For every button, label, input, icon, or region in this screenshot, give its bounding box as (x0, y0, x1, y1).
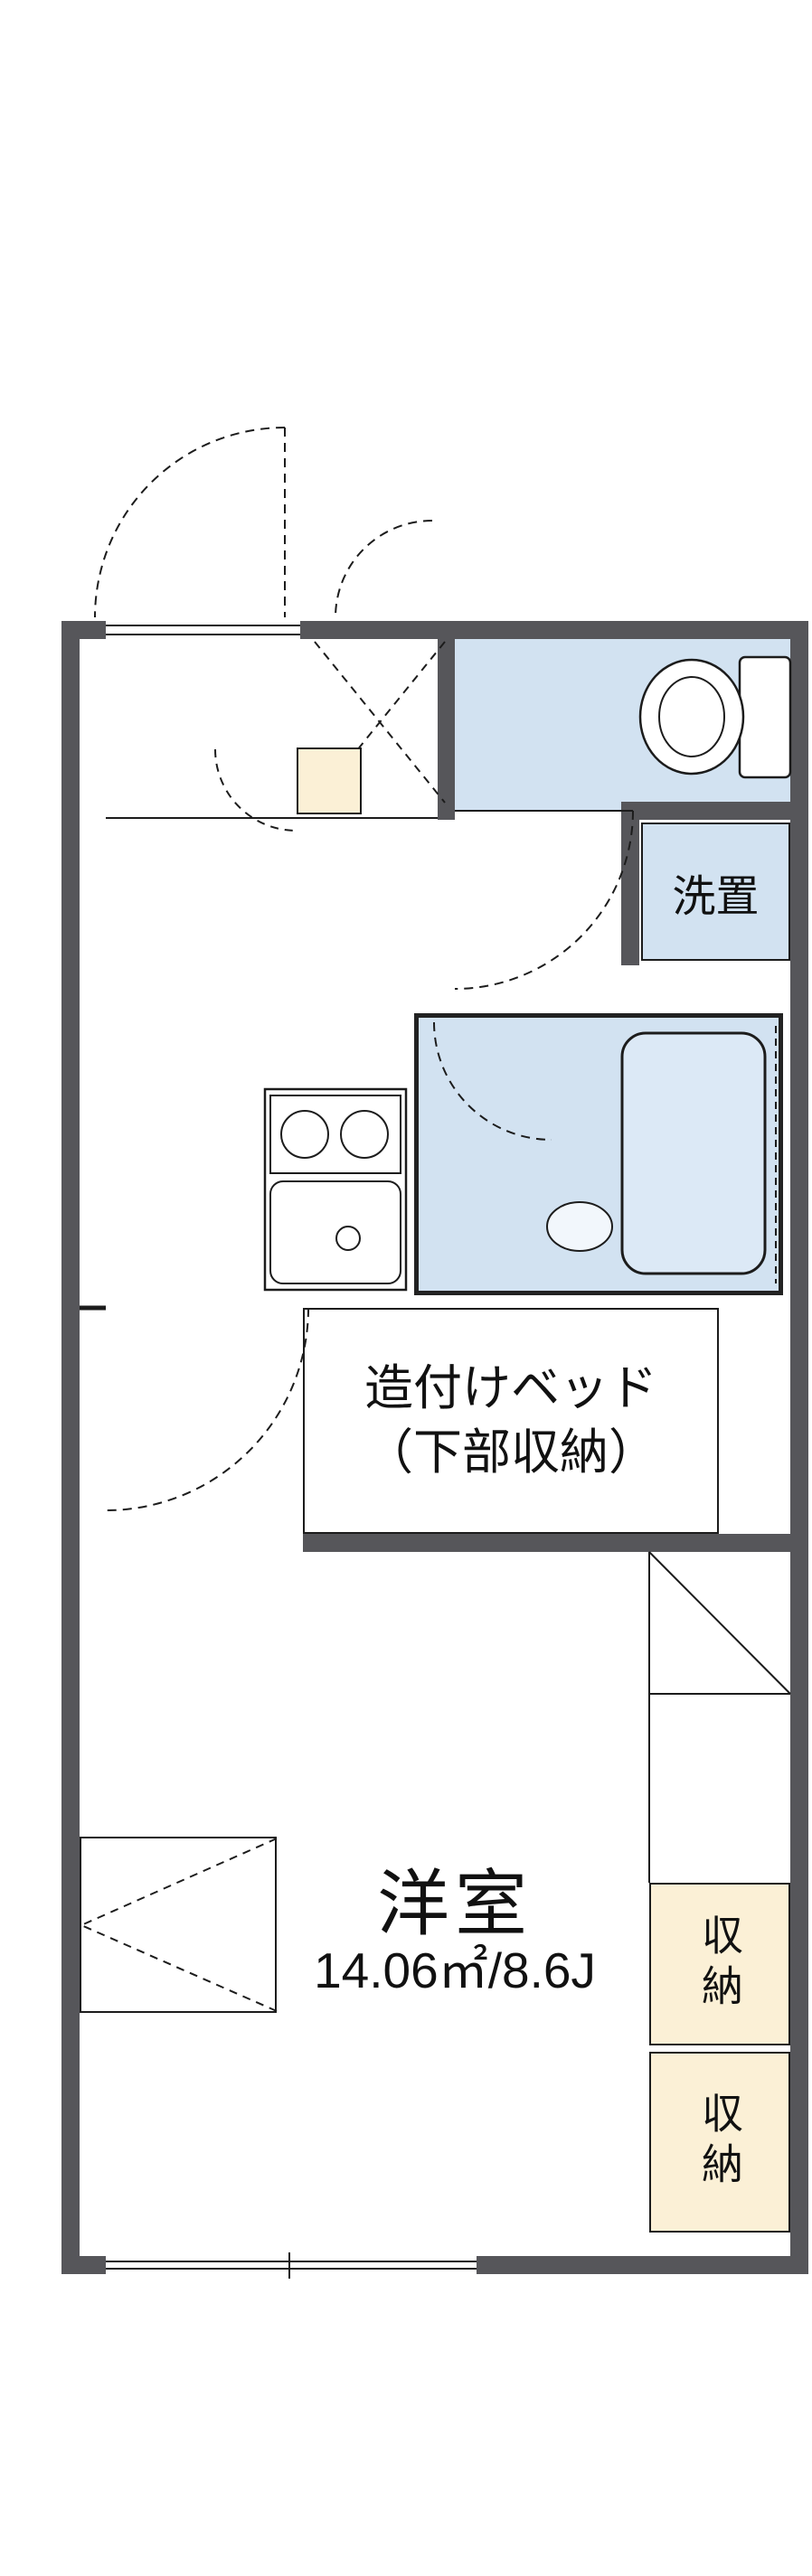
shoe-cabinet (297, 747, 362, 814)
washing-machine-box: 洗置 (641, 823, 790, 961)
toilet-bowl (638, 658, 745, 776)
entrance-door-arc-main (94, 427, 286, 618)
stove-burner-left (280, 1110, 329, 1159)
wall-bottom-main (477, 2256, 808, 2274)
bay-window-dash (80, 1838, 278, 1926)
wall-right (790, 621, 808, 2274)
wall-bottom-left-stub (61, 2256, 106, 2274)
room-door-arc (105, 1307, 309, 1511)
bay-window-dash (80, 1924, 278, 2012)
bed-label-line2: （下部収納） (364, 1425, 657, 1480)
storage-upper: 収納 (649, 1883, 790, 2045)
wall-below-bed (303, 1534, 790, 1552)
washing-machine-label: 洗置 (672, 872, 760, 921)
toilet-door-arc (454, 810, 634, 990)
toilet-bowl-inner (658, 676, 725, 757)
bath-door-arc (433, 1021, 552, 1141)
bath-drain (546, 1201, 613, 1252)
stove-burner-right (340, 1110, 389, 1159)
built-in-bed: 造付けベッド （下部収納） (303, 1308, 719, 1534)
wall-toilet-bottom (633, 802, 790, 820)
wall-washing-left (621, 802, 639, 965)
storage-lower-label: 収納 (696, 2092, 743, 2193)
storage-lower: 収納 (649, 2052, 790, 2233)
wall-entrance-toilet-stub (438, 639, 455, 820)
shoe-cabinet-door-arc (214, 748, 297, 832)
sink-drain (335, 1226, 361, 1251)
kitchen-sink (269, 1180, 401, 1284)
storage-upper-label: 収納 (696, 1913, 743, 2015)
bed-label-line1: 造付けベッド (364, 1360, 657, 1415)
wall-left (61, 621, 80, 2274)
entrance-door-arc-sub (335, 520, 433, 618)
bathtub (620, 1031, 767, 1275)
toilet-tank (738, 655, 792, 779)
stove-top (269, 1095, 401, 1174)
western-room-size: 14.06㎡/8.6J (314, 1942, 596, 1998)
shelf-area-diagonal (648, 1551, 791, 1695)
western-room-label: 洋室 (377, 1864, 533, 1944)
wall-top-main (300, 621, 808, 639)
entrance-step-cross (314, 641, 446, 804)
bay-window (80, 1837, 277, 2013)
